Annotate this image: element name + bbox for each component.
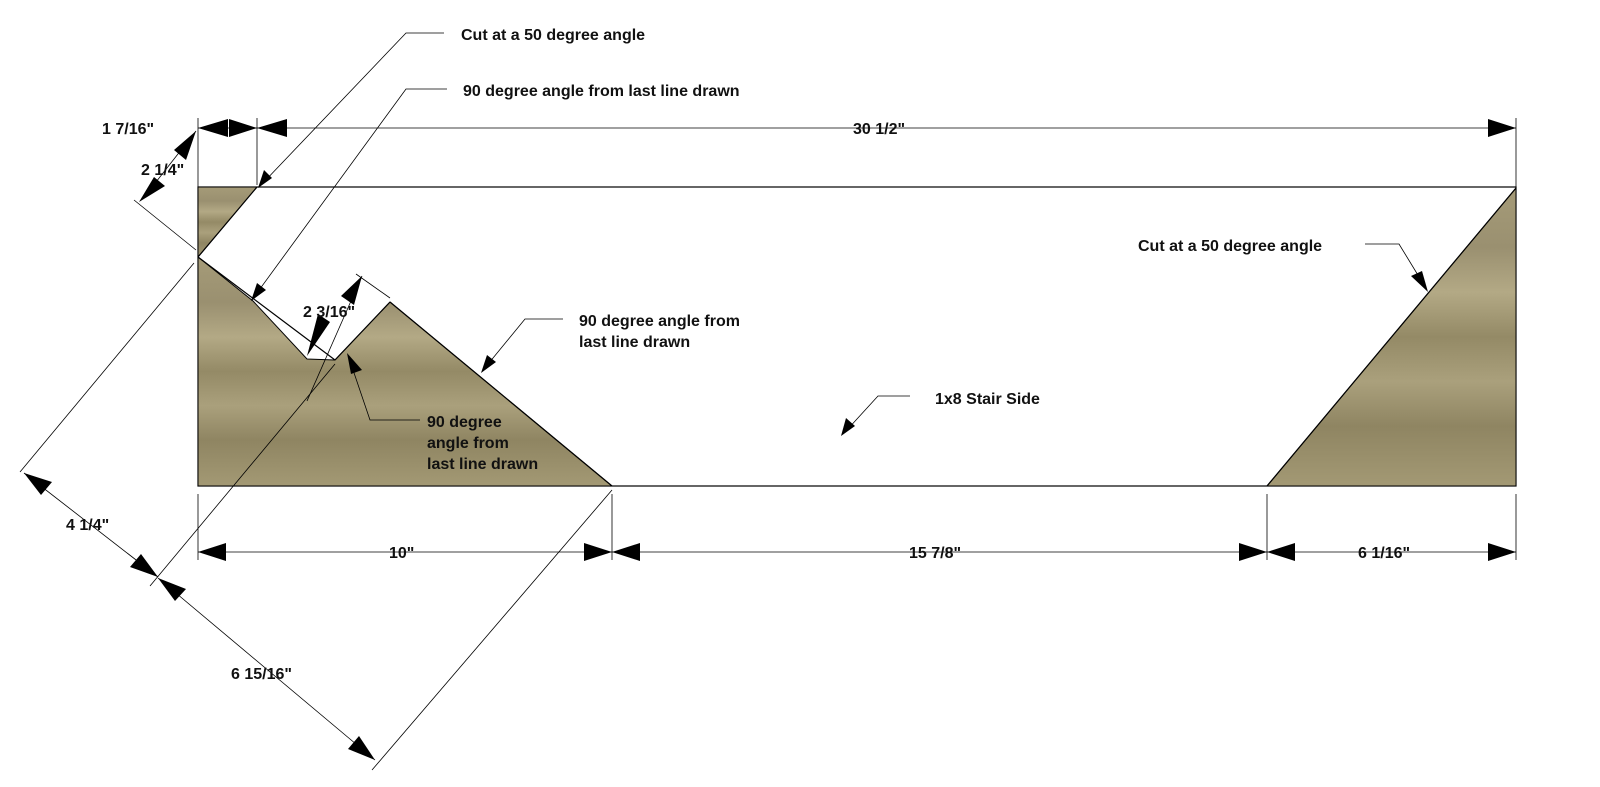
arrow-top-2a bbox=[257, 119, 287, 137]
ext-line-notch-a bbox=[355, 273, 391, 299]
cut-line-right bbox=[1266, 187, 1517, 487]
ext-line-left-b bbox=[149, 363, 336, 587]
dim-label-bottom-right: 6 1/16" bbox=[1358, 545, 1410, 562]
arrow-top-1a bbox=[198, 119, 228, 137]
leader-ninety-mid bbox=[483, 318, 563, 370]
leader-ninety-top bbox=[253, 88, 447, 298]
note-ninety-low-3: last line drawn bbox=[427, 456, 538, 473]
dim-label-notch: 2 3/16" bbox=[303, 304, 355, 321]
ext-line-left-c bbox=[371, 489, 613, 771]
dim-label-left-lower: 4 1/4" bbox=[66, 517, 109, 534]
arrow-bot-2b bbox=[1239, 543, 1267, 561]
cut-line-notch-2 bbox=[334, 301, 391, 361]
leader-ninety-low bbox=[349, 360, 420, 421]
arrow-bot-3a bbox=[1267, 543, 1295, 561]
arrow-left-upper-b bbox=[139, 177, 165, 202]
arrow-top-2b bbox=[1488, 119, 1516, 137]
arrow-left-6-b bbox=[348, 736, 375, 760]
arrow-bot-2a bbox=[612, 543, 640, 561]
note-ninety-low-2: angle from bbox=[427, 435, 509, 452]
arrow-bot-1a bbox=[198, 543, 226, 561]
dim-line-left-6 bbox=[157, 577, 376, 761]
arrow-bot-1b bbox=[584, 543, 612, 561]
dim-label-left-upper: 2 1/4" bbox=[141, 162, 184, 179]
note-cut-left: Cut at a 50 degree angle bbox=[461, 27, 645, 44]
note-cut-right: Cut at a 50 degree angle bbox=[1138, 238, 1322, 255]
leader-cut-right bbox=[1365, 243, 1425, 286]
arrow-notch-b bbox=[307, 314, 330, 356]
arrow-left-425-b bbox=[130, 554, 158, 577]
arrow-left-6-a bbox=[158, 578, 186, 601]
arrow-ninety-mid bbox=[481, 355, 496, 373]
arrow-left-425-a bbox=[24, 473, 52, 495]
cut-line-notch-3 bbox=[389, 301, 613, 487]
cut-line-top-left bbox=[197, 186, 258, 258]
arrow-ninety-top bbox=[251, 283, 266, 301]
dim-label-bottom-left: 10" bbox=[389, 545, 414, 562]
arrow-cut-right bbox=[1411, 271, 1428, 292]
ext-line-left-a bbox=[19, 262, 195, 473]
note-ninety-mid-2: last line drawn bbox=[579, 334, 690, 351]
leader-cut-left bbox=[261, 32, 444, 185]
dim-label-top-overall: 30 1/2" bbox=[853, 121, 905, 138]
dim-label-bottom-middle: 15 7/8" bbox=[909, 545, 961, 562]
arrow-board-label bbox=[841, 418, 855, 436]
leader-board-label bbox=[845, 395, 910, 432]
arrow-bot-3b bbox=[1488, 543, 1516, 561]
arrow-cut-left bbox=[258, 170, 272, 188]
note-ninety-top: 90 degree angle from last line drawn bbox=[463, 83, 740, 100]
note-ninety-mid-1: 90 degree angle from bbox=[579, 313, 740, 330]
board-label: 1x8 Stair Side bbox=[935, 391, 1040, 408]
dim-label-left-long: 6 15/16" bbox=[231, 666, 292, 683]
arrow-top-1b bbox=[229, 119, 257, 137]
arrow-notch-a bbox=[341, 276, 362, 305]
note-ninety-low-1: 90 degree bbox=[427, 414, 502, 431]
arrow-ninety-low bbox=[347, 353, 362, 374]
dim-label-top-small: 1 7/16" bbox=[102, 121, 154, 138]
dim-line-left-425 bbox=[23, 472, 159, 578]
ext-line-left-upper bbox=[133, 199, 197, 251]
arrow-left-upper-a bbox=[174, 131, 196, 160]
